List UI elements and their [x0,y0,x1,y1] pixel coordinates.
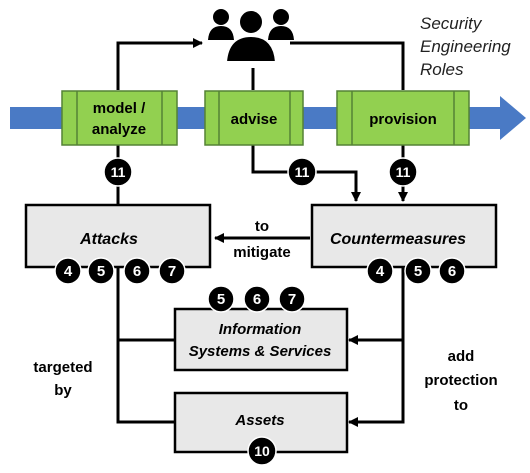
protection-line-1: add [448,348,475,365]
role-provision: provision [336,90,470,146]
edge-label-to-mitigate: to mitigate [233,218,291,261]
badge-assets: 10 [247,436,277,466]
security-engineering-roles-heading: Security Engineering Roles [420,12,528,81]
targeted-line-1: targeted [33,359,92,376]
badge-attacks-1: 4 [64,263,73,280]
model-to-people-connector [116,38,203,90]
people-group-icon [208,9,294,63]
information-systems-box: Information Systems & Services [173,307,349,372]
heading-line-3: Roles [420,60,464,79]
badges-attacks: 4 5 6 7 [54,257,186,285]
badge-attacks-2: 5 [97,263,105,280]
badge-provision-number: 11 [396,164,411,180]
countermeasures-label: Countermeasures [330,231,466,248]
badge-model-number: 11 [111,164,126,180]
role-provision-label: provision [369,111,437,128]
attacks-box: Attacks [24,203,212,269]
attacks-label: Attacks [79,231,138,248]
mitigate-line-1: to [255,218,269,235]
protection-line-2: protection [424,372,497,389]
edge-label-targeted-by: targeted by [33,359,92,399]
badge-assets-number: 10 [254,443,270,459]
badge-countermeasures-3: 6 [448,263,456,280]
people-to-provision-connector [290,41,405,90]
role-model-analyze: model / analyze [61,90,178,146]
countermeasures-to-assets-connector [348,340,405,427]
badges-information-systems: 5 6 7 [207,285,306,313]
badge-attacks-3: 6 [133,263,141,280]
info-label-line2: Systems & Services [189,343,332,360]
badge-countermeasures-1: 4 [376,263,385,280]
targeted-line-2: by [54,382,72,399]
assets-label: Assets [234,412,284,429]
edge-label-add-protection-to: add protection to [424,348,497,414]
role-model-label-line1: model / [93,100,146,117]
badges-countermeasures: 4 5 6 [366,257,466,285]
badge-countermeasures-2: 5 [414,263,422,280]
badge-info-3: 7 [288,291,296,308]
protection-line-3: to [454,397,468,414]
mitigate-line-2: mitigate [233,244,291,261]
attacks-to-assets-connector [116,340,174,424]
badge-provision: 11 [388,157,418,187]
heading-line-2: Engineering [420,37,511,56]
badge-info-1: 5 [217,291,225,308]
badge-attacks-4: 7 [168,263,176,280]
role-advise: advise [204,90,304,146]
badge-advise: 11 [287,157,317,187]
countermeasures-box: Countermeasures [310,203,498,269]
info-label-line1: Information [219,321,302,338]
role-model-label-line2: analyze [92,121,146,138]
badge-model: 11 [103,157,133,187]
heading-line-1: Security [420,14,482,33]
badge-advise-number: 11 [295,164,310,180]
role-advise-label: advise [231,111,278,128]
badge-info-2: 6 [253,291,261,308]
